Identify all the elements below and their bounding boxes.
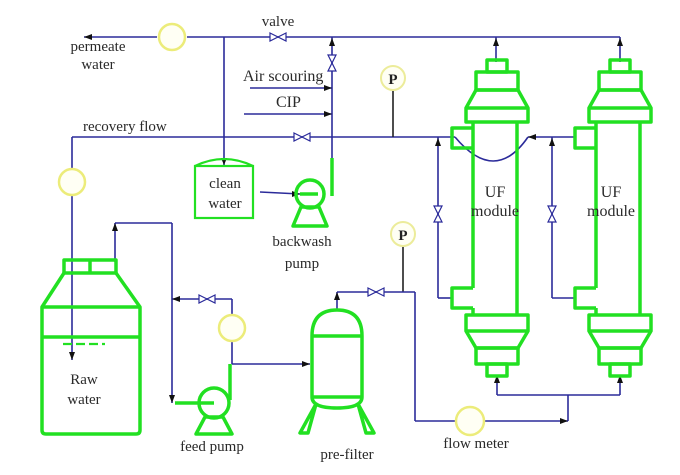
pipe-uf-loop (454, 136, 529, 162)
flow-meter-permeate-icon (157, 22, 187, 52)
uf-module-1 (450, 58, 530, 378)
arrow-tank-out (112, 223, 118, 231)
clean-water-tank (193, 157, 255, 220)
pressure-gauge-top: P (380, 65, 406, 91)
valve-permeate[interactable] (269, 32, 287, 42)
arrow-uf1-up (493, 38, 499, 46)
valve-uf2-side[interactable] (547, 205, 557, 223)
flow-meter-icon (454, 405, 486, 437)
arrow-permeate-out (84, 34, 92, 40)
flow-meter-recovery-icon (57, 167, 87, 197)
backwash-pump-label-1: backwash (272, 234, 332, 250)
clean-water-label-1: clean (209, 176, 241, 192)
pressure-gauge-bottom: P (390, 221, 416, 247)
cip-label: CIP (276, 94, 301, 111)
arrow-prefilter-in (302, 361, 310, 367)
pressure-gauge-top-label: P (388, 72, 397, 88)
arrow-uf2-up (617, 38, 623, 46)
backwash-pump-label-2: pump (285, 256, 319, 272)
valve-uf1-side[interactable] (433, 205, 443, 223)
uf-module-2 (573, 58, 653, 378)
valve-prefilter[interactable] (367, 287, 385, 297)
pressure-gauge-bottom-label: P (398, 228, 407, 244)
arrow-to-feed-pump (169, 395, 175, 403)
arrow-uf2-feed (617, 375, 623, 383)
pre-filter-icon (298, 308, 376, 435)
feed-pump-label: feed pump (180, 439, 244, 455)
arrow-uf1-feed (494, 375, 500, 383)
air-scouring-label: Air scouring (243, 68, 323, 85)
arrow-cip (324, 111, 332, 117)
raw-water-label-2: water (67, 392, 100, 408)
arrow-uf-link (528, 134, 536, 140)
recovery-flow-label: recovery flow (83, 119, 167, 135)
valve-recirc[interactable] (198, 294, 216, 304)
uf-module-1-label-2: module (471, 203, 519, 220)
pipes (71, 36, 621, 422)
flow-meter-recirc-icon (217, 313, 247, 343)
arrow-prefilter-out (334, 292, 340, 300)
arrow-raw-water (69, 352, 75, 360)
arrow-air (324, 85, 332, 91)
valves (198, 32, 557, 304)
valve-recovery[interactable] (293, 132, 311, 142)
flow-meter-label: flow meter (443, 436, 508, 452)
arrow-uf2-side (549, 138, 555, 146)
permeate-water-label-2: water (81, 57, 114, 73)
uf-module-2-label-1: UF (601, 184, 622, 201)
raw-water-label-1: Raw (70, 372, 98, 388)
valve-backwash[interactable] (327, 54, 337, 72)
clean-water-label-2: water (208, 196, 241, 212)
valve-label: valve (262, 14, 295, 30)
raw-water-tank (40, 258, 142, 436)
uf-module-1-label-1: UF (485, 184, 506, 201)
flow-arrows (69, 34, 623, 424)
arrow-flow-right (560, 418, 568, 424)
uf-module-2-label-2: module (587, 203, 635, 220)
arrow-recirc (172, 296, 180, 302)
arrow-backwash-up (329, 38, 335, 46)
backwash-pump-icon (291, 158, 334, 228)
pre-filter-label: pre-filter (320, 447, 373, 463)
permeate-water-label-1: permeate (71, 39, 126, 55)
feed-pump-icon (175, 364, 234, 436)
arrow-uf1-side (435, 138, 441, 146)
